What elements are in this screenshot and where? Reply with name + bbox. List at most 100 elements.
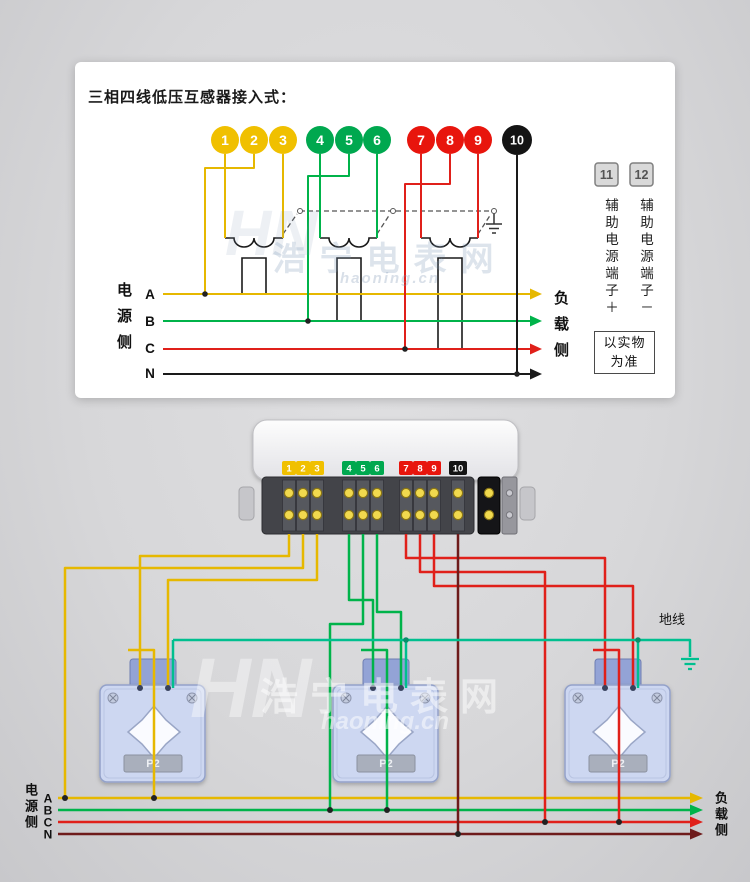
link-diagonal-c [477,213,492,235]
t8-voltage-tap [404,154,451,349]
square-10 [449,461,467,475]
aux-screws-gray [505,489,514,519]
neutral-wiring-top [163,155,530,375]
schematic-panel [75,62,675,398]
aux-plus-label: 辅助电源端子＋ [603,198,618,317]
terminal-circle-1 [211,126,239,154]
ground-bus [173,638,692,657]
ct-1-face-inner [103,688,202,779]
ct-3: P2 [564,658,671,783]
terminal-circle-4-num: 4 [316,132,324,148]
ct-3-screw-crosses [574,694,661,702]
ground-wire-label: 地线 [659,612,686,627]
terminal-circle-8-num: 8 [446,132,454,148]
t5-voltage-tap [307,154,350,321]
dot-bus-b-primary [384,807,390,813]
square-6-num: 6 [374,464,379,475]
wire-t4-to-ct2 [347,534,375,688]
bus-label-c: C [44,816,53,830]
wire-t3-to-ct1 [166,534,319,688]
ct-1-screw-crosses [109,694,196,702]
ct1-primary [128,648,156,798]
bus-c-arrow [690,816,703,828]
dot-bus-b-tap [327,807,333,813]
square-8 [413,461,427,475]
top-schematic: A B C N 11 12 1 [145,125,654,381]
phase-label-n: N [145,366,155,381]
terminal-circles: 1 2 3 4 5 6 7 8 9 10 [211,125,532,155]
phase-a-arrow [530,288,542,300]
ground-wiring [171,638,699,688]
terminal-circle-6 [363,126,391,154]
ct-c-primary-loop [437,257,463,349]
aux-terminal-11-label: 11 [600,168,613,182]
square-9 [427,461,441,475]
junction-a [202,291,208,297]
neutral-wiring-bottom [58,534,690,836]
bus-label-a: A [44,792,53,806]
terminal-circle-10-num: 10 [510,134,524,148]
ct-a-primary-loop [241,257,267,294]
link-diagonal-b [376,213,391,235]
ground-dots [403,637,641,643]
phase-b-wiring-bottom [58,534,690,812]
ct3-primary [593,648,621,822]
bus-label-b: B [44,804,53,818]
phase-c-wiring-top [163,154,530,350]
junction-b [305,318,311,324]
wire-t6-to-ct2 [375,534,403,688]
ct2-primary [361,648,389,810]
bus-b-arrow [690,804,703,816]
aux-terminal-11-box [594,162,619,187]
terminal-circle-2-num: 2 [250,132,258,148]
square-1 [282,461,296,475]
dot-bus-n [455,831,461,837]
terminal-circle-1-num: 1 [221,132,229,148]
phase-c-arrow [530,343,542,355]
square-7 [399,461,413,475]
square-2-num: 2 [300,464,305,475]
link-node-c [491,208,497,214]
dot-ground-ct2 [403,637,409,643]
terminal-circle-3-num: 3 [279,132,287,148]
terminal-cells [282,479,465,532]
actual-product-note: 以实物为准 [594,331,655,374]
phase-c-wiring-bottom [58,534,690,824]
meter-number-squares: 1 2 3 4 5 6 7 8 9 10 [282,461,467,475]
junction-n [514,371,520,377]
phase-label-a: A [145,287,155,302]
earthing-link [282,208,502,235]
ct-2-face-inner [336,688,435,779]
square-2 [296,461,310,475]
wire-t1-to-ct1 [138,534,291,688]
link-node-b [390,208,396,214]
link-diagonal-a [282,213,298,235]
ct-b-winding [320,237,377,248]
phase-b-arrow [530,315,542,327]
square-4-num: 4 [346,464,352,475]
terminal-circle-10 [502,125,532,155]
wire-t9-to-ct3 [432,534,635,688]
ct-2-screw-crosses [342,694,429,702]
terminal-circle-6-num: 6 [373,132,381,148]
square-8-num: 8 [417,464,422,475]
bus-a-arrow [690,792,703,804]
terminal-circle-8 [436,126,464,154]
phase-a-wiring-top [163,154,530,295]
aux-block-dark [477,476,501,535]
terminal-circle-5-num: 5 [345,132,353,148]
source-side-label-top: 电源侧 [115,282,132,360]
ct-winding-symbols [225,237,478,349]
ct-secondary-screws [137,685,636,691]
terminal-circle-3 [269,126,297,154]
phase-label-b: B [145,314,155,329]
aux-terminals: 11 12 [594,162,654,187]
ct-a-winding [225,237,283,248]
square-10-num: 10 [453,464,464,475]
meter-ear-left [238,486,255,521]
square-1-num: 1 [286,464,292,475]
phase-a-wiring-bottom [58,534,690,800]
terminal-circle-4 [306,126,334,154]
terminal-screws [283,487,495,521]
